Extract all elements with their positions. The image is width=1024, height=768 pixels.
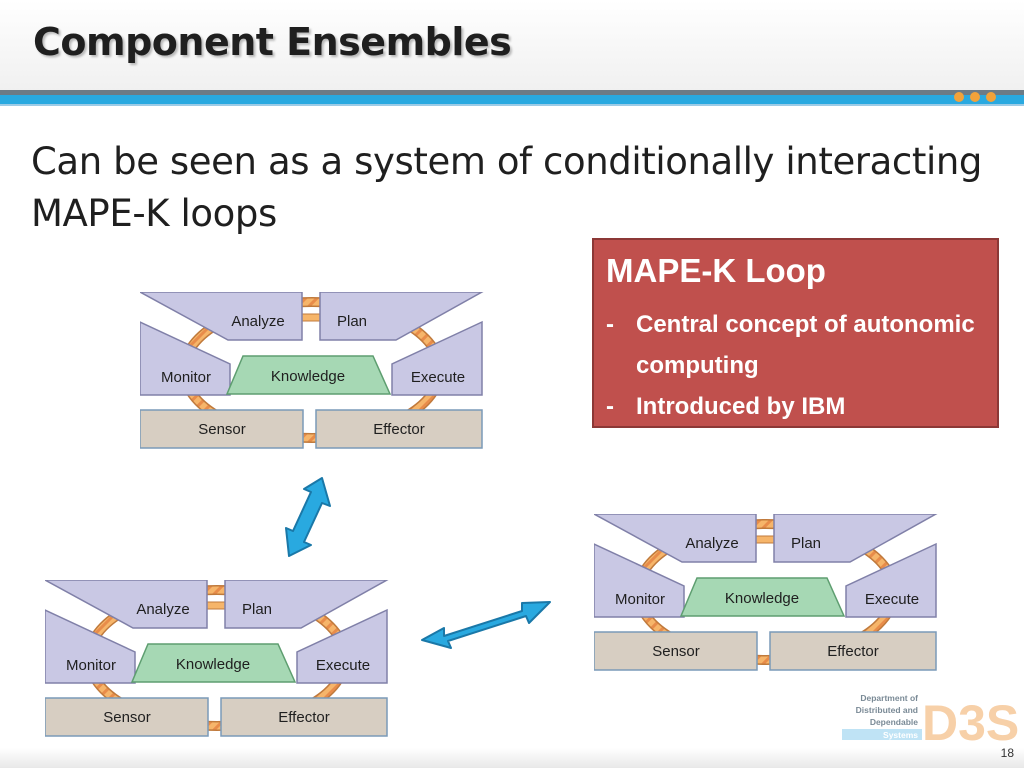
decor-dot bbox=[986, 92, 996, 102]
header-divider-dark bbox=[0, 90, 1024, 95]
monitor-label: Monitor bbox=[615, 591, 665, 608]
header-divider-blue bbox=[0, 95, 1024, 104]
d3s-logo: Department of Distributed and Dependable… bbox=[842, 693, 1019, 745]
analyze-label: Analyze bbox=[231, 313, 284, 330]
logo-line4: Systems bbox=[883, 730, 918, 740]
sensor-box bbox=[593, 631, 758, 671]
sensor-label: Sensor bbox=[198, 421, 246, 438]
callout-item: - Introduced by IBM bbox=[606, 386, 986, 427]
connector-analyze-plan bbox=[204, 601, 228, 610]
decor-dot bbox=[954, 92, 964, 102]
sensor-box bbox=[139, 409, 304, 449]
double-arrow-horizontal-icon bbox=[421, 601, 551, 649]
callout-title: MAPE-K Loop bbox=[606, 252, 826, 289]
logo-line3: Dependable bbox=[870, 717, 918, 727]
plan-phase bbox=[224, 579, 390, 629]
monitor-label: Monitor bbox=[161, 369, 211, 386]
knowledge-label: Knowledge bbox=[725, 590, 799, 607]
effector-label: Effector bbox=[827, 643, 878, 660]
slide-title: Component Ensembles bbox=[33, 20, 512, 64]
decor-dot bbox=[970, 92, 980, 102]
bullet-dash: - bbox=[606, 393, 614, 420]
execute-label: Execute bbox=[411, 369, 465, 386]
plan-label: Plan bbox=[337, 313, 367, 330]
sensor-label: Sensor bbox=[652, 643, 700, 660]
sensor-box bbox=[44, 697, 209, 737]
plan-phase bbox=[319, 291, 485, 341]
slide-body-text: Can be seen as a system of conditionally… bbox=[31, 140, 982, 235]
analyze-phase bbox=[593, 513, 757, 563]
page-number: 18 bbox=[1000, 746, 1014, 760]
arrow-shape bbox=[285, 477, 331, 557]
knowledge-label: Knowledge bbox=[176, 656, 250, 673]
analyze-label: Analyze bbox=[136, 601, 189, 618]
monitor-phase bbox=[44, 608, 136, 684]
double-arrow-vertical-icon bbox=[285, 477, 331, 557]
connector-analyze-plan bbox=[299, 313, 323, 322]
footer-band bbox=[0, 748, 1024, 768]
effector-box bbox=[315, 409, 483, 449]
mape-k-callout-box: MAPE-K Loop - Central concept of autonom… bbox=[592, 238, 999, 428]
effector-label: Effector bbox=[278, 709, 329, 726]
knowledge-phase bbox=[225, 355, 392, 395]
header-divider-thin bbox=[0, 104, 1024, 106]
sensor-label: Sensor bbox=[103, 709, 151, 726]
slide-header bbox=[0, 0, 1024, 92]
callout-item: - Central concept of autonomic computing bbox=[606, 304, 986, 386]
effector-box bbox=[220, 697, 388, 737]
monitor-phase bbox=[593, 542, 685, 618]
knowledge-label: Knowledge bbox=[271, 368, 345, 385]
execute-phase bbox=[845, 542, 937, 618]
mape-k-loop-svg: Analyze Plan Monitor Execute Knowledge S… bbox=[593, 513, 939, 671]
knowledge-phase bbox=[679, 577, 846, 617]
analyze-phase bbox=[44, 579, 208, 629]
effector-label: Effector bbox=[373, 421, 424, 438]
mape-k-diagram-bottom-left: Analyze Plan Monitor Execute Knowledge S… bbox=[44, 579, 395, 749]
mape-k-loop-svg: Analyze Plan Monitor Execute Knowledge S… bbox=[44, 579, 390, 737]
logo-systems-band bbox=[842, 729, 922, 740]
monitor-phase bbox=[139, 320, 231, 396]
analyze-phase bbox=[139, 291, 303, 341]
plan-label: Plan bbox=[242, 601, 272, 618]
mape-k-diagram-right: Analyze Plan Monitor Execute Knowledge S… bbox=[593, 513, 944, 683]
execute-phase bbox=[391, 320, 483, 396]
mape-k-diagram-top: Analyze Plan Monitor Execute Knowledge S… bbox=[139, 291, 490, 461]
mape-k-loop-svg: Analyze Plan Monitor Execute Knowledge S… bbox=[139, 291, 485, 449]
monitor-label: Monitor bbox=[66, 657, 116, 674]
arrow-shape bbox=[421, 601, 551, 649]
connector-analyze-plan bbox=[753, 535, 777, 544]
analyze-label: Analyze bbox=[685, 535, 738, 552]
bullet-dash: - bbox=[606, 311, 614, 338]
execute-label: Execute bbox=[865, 591, 919, 608]
execute-label: Execute bbox=[316, 657, 370, 674]
logo-mark: D3S bbox=[922, 695, 1019, 745]
logo-line1: Department of bbox=[860, 693, 918, 703]
plan-phase bbox=[773, 513, 939, 563]
execute-phase bbox=[296, 608, 388, 684]
effector-box bbox=[769, 631, 937, 671]
logo-line2: Distributed and bbox=[856, 705, 918, 715]
plan-label: Plan bbox=[791, 535, 821, 552]
knowledge-phase bbox=[130, 643, 297, 683]
callout-item-text: Central concept of autonomic computing bbox=[636, 311, 975, 379]
callout-item-text: Introduced by IBM bbox=[636, 393, 846, 420]
